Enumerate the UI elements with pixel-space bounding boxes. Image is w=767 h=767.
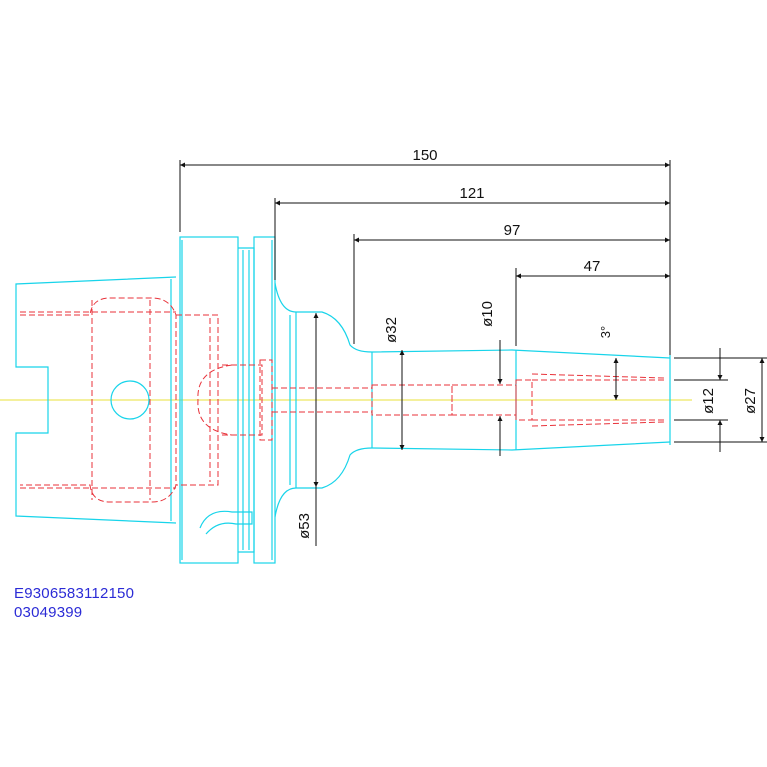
dim-dia-32: ø32: [383, 317, 400, 343]
dim-47: 47: [584, 258, 601, 275]
dim-150: 150: [412, 147, 437, 164]
tool-outline: [15, 236, 671, 564]
dim-dia-53: ø53: [296, 513, 313, 539]
hidden-lines: [20, 297, 665, 503]
dimension-lines: [179, 160, 767, 546]
dim-dia-12: ø12: [700, 388, 717, 414]
dim-97: 97: [504, 222, 521, 239]
dim-121: 121: [459, 185, 484, 202]
part-number-line-1: E9306583112150: [14, 585, 135, 602]
part-number-line-2: 03049399: [14, 604, 83, 621]
dim-dia-10: ø10: [479, 301, 496, 327]
dim-taper-angle: 3°: [598, 326, 613, 338]
dim-dia-27: ø27: [742, 388, 759, 414]
drive-slot-circle: [110, 380, 150, 420]
